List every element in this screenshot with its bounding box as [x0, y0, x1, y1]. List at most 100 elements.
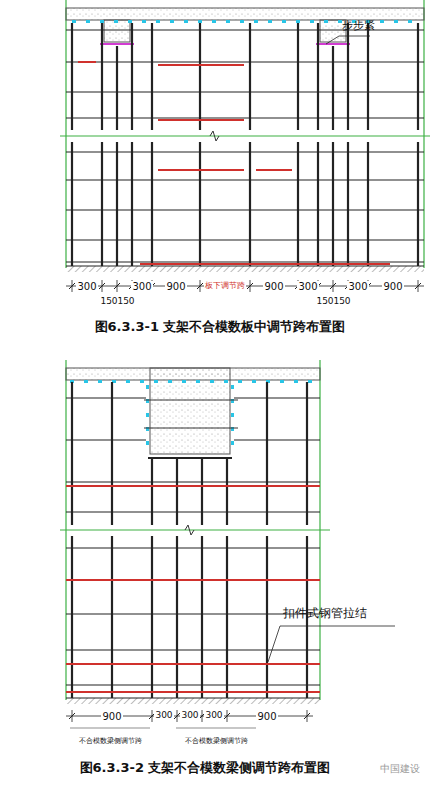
tie-rod [144, 428, 238, 429]
ledger [66, 117, 424, 118]
steel-post [151, 536, 153, 698]
red-ledger [66, 485, 320, 487]
joist [238, 380, 242, 383]
dimension-text: 300 [76, 281, 97, 292]
ledger [234, 439, 320, 440]
ledger [66, 481, 320, 482]
leader-line [268, 626, 280, 662]
dimension-text: 900 [101, 711, 122, 722]
dimension-tick [114, 283, 120, 289]
dimension-text: 不合模数梁侧调节跨 [185, 738, 248, 746]
dimension-text: 150 [117, 297, 134, 307]
dimension-text: 300 [204, 711, 223, 721]
joist [308, 380, 312, 383]
dimension-text: 900 [263, 281, 284, 292]
dimension-text: 300 [297, 281, 318, 292]
break-symbol [210, 131, 219, 141]
steel-post [249, 142, 251, 266]
dimension-tick [247, 283, 253, 289]
ledger [66, 61, 424, 62]
joist [282, 20, 286, 23]
dimension-text: 900 [256, 711, 277, 722]
ledger [66, 684, 320, 685]
dimension-text: 900 [382, 281, 403, 292]
red-ledger [66, 691, 320, 693]
steel-post [151, 142, 153, 266]
dimension-tick [99, 283, 105, 289]
beam [104, 20, 130, 42]
break-symbol [185, 525, 194, 535]
clamp [316, 43, 350, 45]
joist [394, 20, 398, 23]
joist [296, 20, 300, 23]
ledger [234, 397, 320, 398]
leader-line [339, 36, 370, 37]
clamp [100, 43, 134, 45]
steel-post [131, 142, 133, 266]
joist [212, 20, 216, 23]
steel-post [111, 536, 113, 698]
steel-post [116, 142, 118, 266]
joist [182, 380, 186, 383]
boundary-line [60, 135, 430, 136]
red-ledger [78, 61, 96, 63]
steel-post [71, 536, 73, 698]
dimension-tick [304, 713, 310, 719]
tie-rod [144, 400, 238, 401]
joist [310, 20, 314, 23]
joist [154, 380, 158, 383]
joist [408, 20, 412, 23]
steel-post [297, 142, 299, 266]
dimension-bracket [70, 728, 150, 729]
dimension-text: 300 [180, 711, 199, 721]
joist [324, 20, 328, 23]
dimension-tick [224, 713, 230, 719]
joist [142, 20, 146, 23]
steel-post [332, 142, 334, 266]
joist [196, 380, 200, 383]
dimension-tick [69, 283, 75, 289]
joist [294, 380, 298, 383]
ground [66, 266, 424, 272]
ledger [66, 91, 424, 92]
dimension-text: 300 [131, 281, 152, 292]
ledger [66, 397, 146, 398]
dimension-text: 150 [100, 297, 117, 307]
joist [140, 380, 144, 383]
dimension-bracket [176, 728, 256, 729]
leader-line [280, 626, 395, 627]
ledger [66, 439, 146, 440]
joist [240, 20, 244, 23]
steel-post [297, 23, 299, 130]
callout-label: 扣件式钢管拉结 [283, 607, 367, 620]
steel-post [101, 142, 103, 266]
ground-line [66, 266, 424, 267]
steel-post [71, 23, 73, 130]
steel-post [226, 458, 228, 525]
ledger [66, 579, 320, 580]
red-ledger [158, 119, 244, 121]
red-ledger [158, 169, 244, 171]
steel-post [317, 142, 319, 266]
boundary-line [65, 0, 66, 268]
dimension-text: 150 [316, 297, 333, 307]
beam [150, 368, 230, 454]
steel-post [131, 23, 133, 130]
ground [66, 698, 320, 704]
steel-post [151, 23, 153, 130]
joist [231, 385, 234, 389]
steel-post [226, 536, 228, 698]
dimension-tick [69, 713, 75, 719]
dimension-text: 300 [347, 281, 368, 292]
joist [231, 441, 234, 445]
steel-post [306, 382, 308, 525]
steel-post [71, 142, 73, 266]
steel-post [367, 142, 369, 266]
joist [380, 20, 384, 23]
ledger [66, 209, 424, 210]
joist [224, 380, 228, 383]
ledger [66, 179, 424, 180]
joist [114, 20, 118, 23]
joist [100, 20, 104, 23]
